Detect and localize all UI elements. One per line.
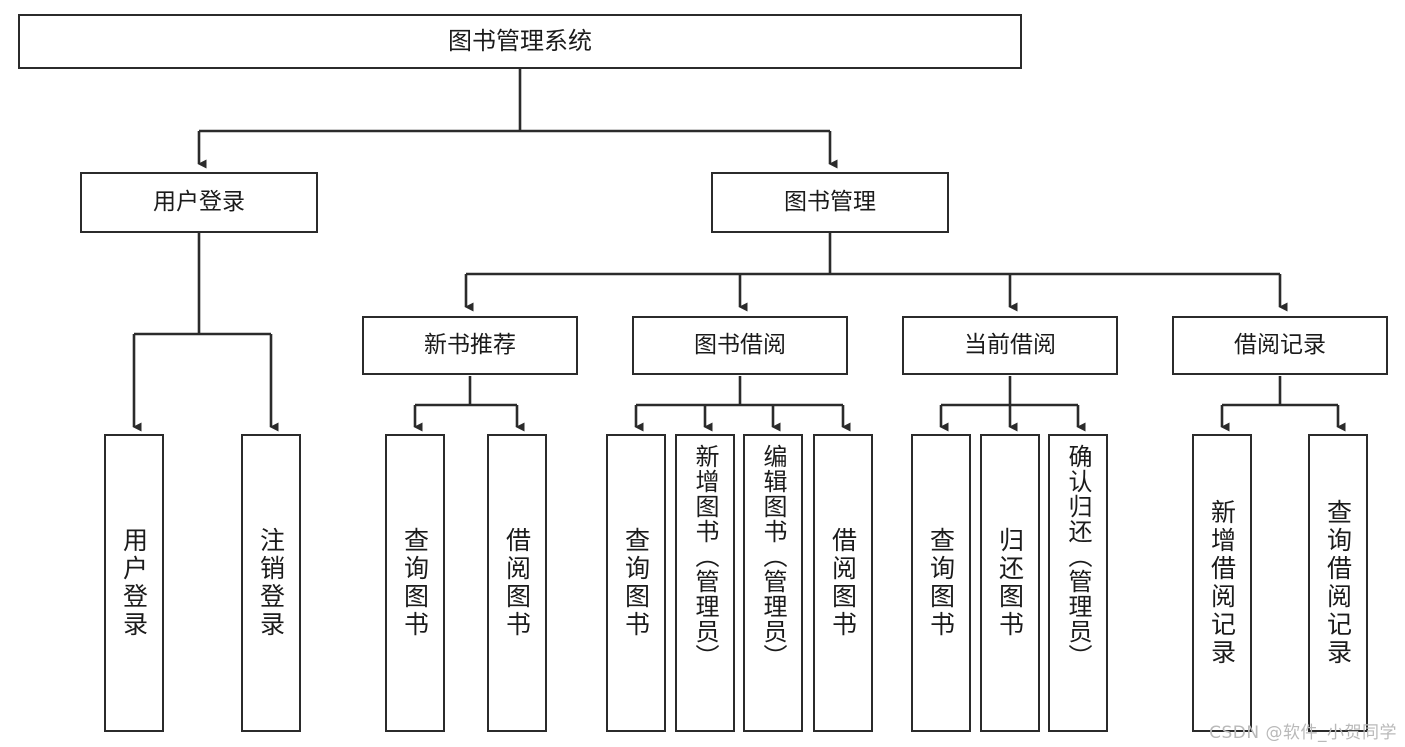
node-label: 借阅记录 — [1234, 332, 1326, 359]
leaf-new-book-query[interactable]: 查询图书 — [385, 434, 445, 732]
node-label: 借阅图书 — [828, 527, 858, 639]
node-label: 图书管理系统 — [448, 26, 592, 55]
node-book-borrow[interactable]: 图书借阅 — [632, 316, 848, 375]
node-label: 用户登录 — [119, 527, 149, 639]
node-label: 新书推荐 — [424, 332, 516, 359]
node-label: 图书管理 — [784, 189, 876, 216]
node-new-book-recommend[interactable]: 新书推荐 — [362, 316, 578, 375]
leaf-current-return-book[interactable]: 归还图书 — [980, 434, 1040, 732]
leaf-borrow-add-book[interactable]: 新增图书（管理员） — [675, 434, 735, 732]
node-label: 查询图书 — [621, 527, 651, 639]
csdn-watermark: CSDN @软件_小贺同学 — [1209, 723, 1397, 743]
leaf-user-login-signin[interactable]: 用户登录 — [104, 434, 164, 732]
node-label: 借阅图书 — [502, 527, 532, 639]
node-label: 新增图书（管理员） — [691, 444, 719, 669]
node-label: 查询图书 — [926, 527, 956, 639]
node-label: 查询借阅记录 — [1323, 499, 1353, 667]
node-book-management[interactable]: 图书管理 — [711, 172, 949, 233]
node-root-system[interactable]: 图书管理系统 — [18, 14, 1022, 69]
node-label: 归还图书 — [995, 527, 1025, 639]
leaf-borrow-edit-book[interactable]: 编辑图书（管理员） — [743, 434, 803, 732]
node-borrow-record[interactable]: 借阅记录 — [1172, 316, 1388, 375]
leaf-current-query-book[interactable]: 查询图书 — [911, 434, 971, 732]
node-label: 注销登录 — [256, 527, 286, 639]
node-label: 新增借阅记录 — [1207, 499, 1237, 667]
leaf-borrow-query-book[interactable]: 查询图书 — [606, 434, 666, 732]
node-label: 用户登录 — [153, 189, 245, 216]
leaf-new-book-borrow[interactable]: 借阅图书 — [487, 434, 547, 732]
node-current-borrow[interactable]: 当前借阅 — [902, 316, 1118, 375]
node-label: 查询图书 — [400, 527, 430, 639]
leaf-borrow-borrow-book[interactable]: 借阅图书 — [813, 434, 873, 732]
node-user-login[interactable]: 用户登录 — [80, 172, 318, 233]
node-label: 图书借阅 — [694, 332, 786, 359]
leaf-record-query[interactable]: 查询借阅记录 — [1308, 434, 1368, 732]
leaf-user-login-signout[interactable]: 注销登录 — [241, 434, 301, 732]
node-label: 当前借阅 — [964, 332, 1056, 359]
leaf-record-add[interactable]: 新增借阅记录 — [1192, 434, 1252, 732]
node-label: 编辑图书（管理员） — [759, 444, 787, 669]
node-label: 确认归还（管理员） — [1064, 444, 1092, 669]
leaf-current-confirm-return[interactable]: 确认归还（管理员） — [1048, 434, 1108, 732]
